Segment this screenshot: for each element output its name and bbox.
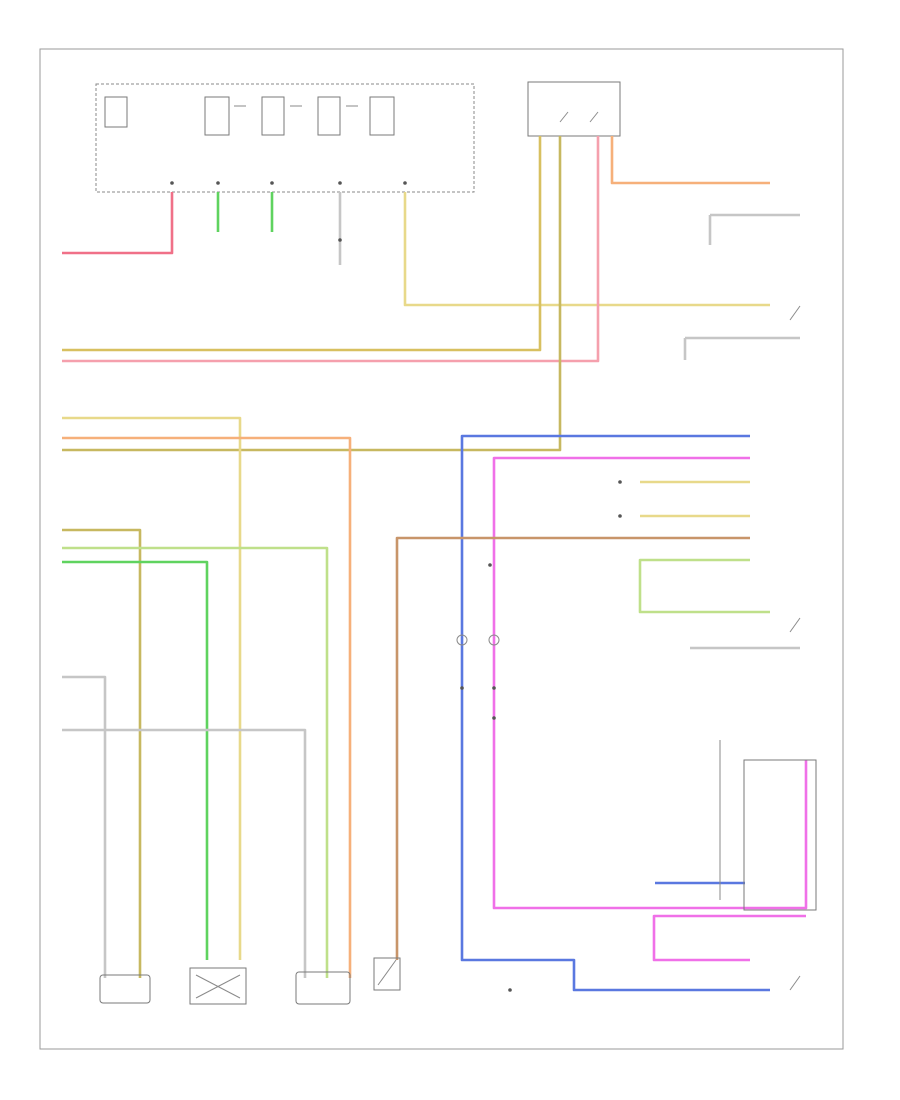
wire-lightgreen-9 xyxy=(62,546,329,978)
wire-blue-13 xyxy=(460,434,770,992)
bottom-component-3 xyxy=(295,971,351,1005)
top-right-switch-module xyxy=(527,81,621,137)
connector-dot-12 xyxy=(508,988,512,992)
connector-dots xyxy=(170,181,622,992)
connector-dot-11 xyxy=(460,686,464,690)
wire-olive-5 xyxy=(62,136,562,452)
wire-red-0 xyxy=(62,192,174,255)
fuse-symbols xyxy=(456,634,500,646)
connector-dot-0 xyxy=(170,181,174,185)
wire-olive-8 xyxy=(62,528,142,978)
wire-group xyxy=(62,136,808,992)
connector-dot-6 xyxy=(488,563,492,567)
diagram-frame xyxy=(39,48,844,1050)
connector-dot-3 xyxy=(338,181,342,185)
multi-switch-assembly xyxy=(719,740,817,911)
wire-khaki-2 xyxy=(62,136,542,352)
wire-orange-7 xyxy=(62,436,352,978)
connector-dot-2 xyxy=(270,181,274,185)
connector-dot-4 xyxy=(403,181,407,185)
wire-magenta-14 xyxy=(492,456,808,910)
connector-dot-10 xyxy=(492,686,496,690)
wire-pink-3 xyxy=(62,136,600,363)
wire-yellow-6 xyxy=(62,416,242,960)
connector-dot-9 xyxy=(492,716,496,720)
wire-green-10 xyxy=(62,560,209,960)
bottom-component-2 xyxy=(189,967,247,1005)
wire-lightgreen-17 xyxy=(638,558,770,614)
connector-dot-7 xyxy=(618,480,622,484)
right-switches xyxy=(789,305,801,991)
top-control-module xyxy=(95,83,475,193)
connector-dot-5 xyxy=(338,238,342,242)
bottom-component-4 xyxy=(373,957,401,991)
wire-magenta-15 xyxy=(652,914,806,962)
connector-dot-1 xyxy=(216,181,220,185)
wire-gray-12 xyxy=(62,728,307,978)
wire-yellow-1 xyxy=(403,192,770,307)
wire-brown-16 xyxy=(395,536,750,960)
wire-orange-4 xyxy=(610,136,770,185)
wire-gray-11 xyxy=(62,675,107,978)
bottom-component-1 xyxy=(99,974,151,1004)
connector-dot-8 xyxy=(618,514,622,518)
